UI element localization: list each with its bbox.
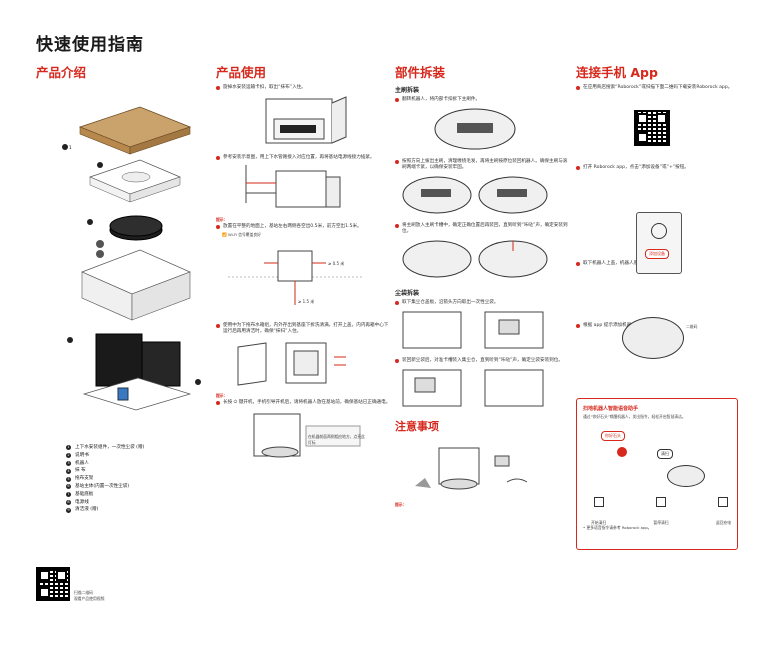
brush-step-3: 将主刷放入主刷卡槽中，确定正确位置后再装回，直到听到“咔哒”声，确定安装到位。 [395,223,571,235]
bullet-icon [576,324,580,328]
connect-step-4: 根据 app 提示添加机器人。 [576,323,752,329]
usage-step-4: 使用中为下拖布水箱组，内外存出到基座下拆洗清满，打开上盖，内内再箱中心下运行后再… [216,323,392,335]
dust-bag-illustration-2 [402,369,544,407]
app-download-qr-code[interactable] [634,110,670,146]
bullet-icon [395,224,399,228]
assistant-footnote: • 更多语音指令请参考 Roborock app。 [583,525,652,530]
robot-bottom-illustration-3 [402,240,548,278]
column-product-usage: 产品使用 旋掉水安装运输卡扣，取出“抹布”入住。 参考安装示意图，用上下水管路接… [216,62,392,642]
brush-step-2: 按照方向上拔出主刷，清理缠绕毛发，再将主刷按原位装回机器人。确保主刷与滚刷两端卡… [395,159,571,171]
robot-icon [667,465,705,487]
bullet-icon [216,324,220,328]
svg-text:1: 1 [69,145,72,150]
section-title-caution: 注意事项 [395,420,439,433]
usage-step-3: 放置在平整的地面上，基站左右两侧各空出0.5米，前方空出1.5米。 [216,224,392,230]
column-maintenance: 部件拆装 主刷拆装 翻转机器人，将内部卡扣拆下主刷件。 按照方向上拔出主刷，清理… [395,62,571,642]
wake-word-button[interactable]: 你好石头 [601,431,625,441]
return-dock-icon [718,497,729,507]
bullet-icon [216,156,220,160]
microphone-icon [617,447,627,457]
qr-location-label: 二维码 [686,324,698,329]
placement-diagram: ≥ 0.5 米 ≥ 1.5 米 [228,250,364,305]
bullet-icon [395,301,399,305]
caution-note: 提示： [395,502,407,507]
bag-step-2: 装回新尘袋后，对准卡槽装入集尘仓，直到听到“咔哒”声，确定尘袋安装到位。 [395,358,571,364]
assistant-description: 通过“你好石头”唤醒机器人，发出指令，轻松开启智慧清洁。 [583,414,686,419]
robot-illustration [622,317,684,359]
exploded-parts-illustration: 1 [62,106,201,411]
power-icon [651,223,667,239]
column-connect-app: 连接手机 App 在应用商店搜索“Roborock”或扫描下面二维码下载安装Ro… [576,62,752,642]
section-title-usage: 产品使用 [216,65,267,80]
pause-clean-icon [656,497,666,507]
usage-note: 提示： [216,217,228,222]
voice-assistant-panel: 扫地机器人智能语音助手 通过“你好石头”唤醒机器人，发出指令，轻松开启智慧清洁。… [576,398,738,550]
dust-bag-illustration-1 [402,311,544,349]
door-caption: 在机器前面两侧相应地方，点亮此灯标 [308,434,365,445]
connect-step-1: 在应用商店搜索“Roborock”或扫描下面二维码下载安装Roborock ap… [576,85,752,91]
qr-caption: 扫描二维码 观看产品使用视频 [74,590,105,601]
bag-step-1: 取下集尘仓盖板，沿箭头方向取出一次性尘袋。 [395,300,571,306]
connect-step-2: 打开 Roborock app，点击“添加设备”或“+”按钮。 [576,165,752,171]
side-distance-label: ≥ 0.5 米 [328,260,344,266]
bullet-icon [216,225,220,229]
page-title: 快速使用指南 [36,35,144,55]
robot-docking-illustration [253,413,361,458]
bullet-icon [576,166,580,170]
caution-illustration [415,447,528,490]
start-clean-icon [593,497,604,507]
bullet-icon [576,86,580,90]
station-illustration-1 [265,96,347,144]
usage-step-1: 旋掉水安装运输卡扣，取出“抹布”入住。 [216,85,392,91]
main-brush-title: 主刷拆装 [395,87,420,94]
video-qr-code[interactable] [36,567,70,601]
clean-command-bubble: 清扫 [657,449,673,459]
section-title-maintenance: 部件拆装 [395,65,446,80]
bullet-icon [395,98,399,102]
bullet-icon [395,359,399,363]
usage-step-5: 长按 ⏻ 键开机，手机引导开机后，请将机器人放在基站前，确保基站已正确通电。 [216,400,392,406]
bullet-icon [216,401,220,405]
bullet-icon [216,86,220,90]
assistant-title: 扫地机器人智能语音助手 [583,406,639,412]
usage-note-2: 提示： [216,393,228,398]
section-title-intro: 产品介绍 [36,65,87,80]
phone-illustration: 添加设备 [636,212,682,274]
brush-step-1: 翻转机器人，将内部卡扣拆下主刷件。 [395,97,571,103]
section-title-connect: 连接手机 App [576,65,658,80]
command-icons-row: 开始清扫 暂停清扫 返回充电 [591,497,731,528]
water-connection-diagram [245,165,341,208]
dust-bag-title: 尘袋拆装 [395,290,420,297]
robot-bottom-illustration-2 [402,176,548,214]
bullet-icon [395,160,399,164]
connect-step-3: 取下机器人上盖，机器人底部上二维码。 [576,261,752,267]
usage-step-2: 参考安装示意图，用上下水管路接入对应位置，再将基站电源线接力插紧。 [216,155,392,161]
wifi-label: 📶 Wi-Fi 信号覆盖良好 [222,232,261,237]
front-distance-label: ≥ 1.5 米 [298,298,314,304]
water-tank-illustration [237,342,346,386]
bullet-icon [576,262,580,266]
add-device-button[interactable]: 添加设备 [645,249,669,259]
robot-bottom-illustration-1 [434,108,516,150]
